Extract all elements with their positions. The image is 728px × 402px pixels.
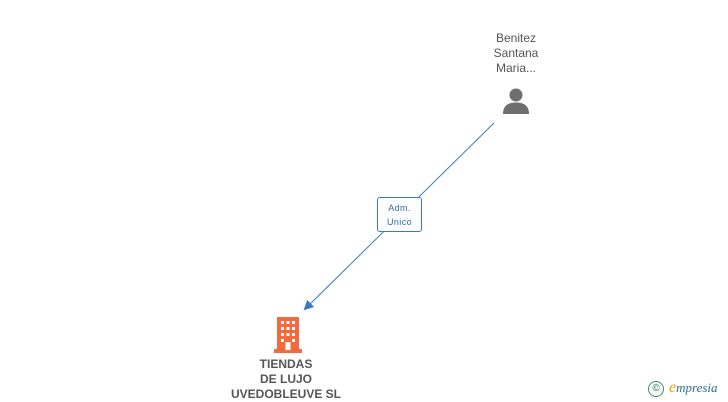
- person-name[interactable]: Benitez Santana Maria...: [466, 31, 566, 76]
- role-label-line: Unico: [386, 217, 412, 227]
- copyright-icon: ©: [648, 380, 664, 397]
- company-name[interactable]: TIENDAS DE LUJO UVEDOBLEUVE SL: [211, 357, 361, 402]
- person-name-line: Benitez: [495, 31, 537, 45]
- person-name-line: Santana: [493, 46, 539, 60]
- brand-wordmark: mpresia: [676, 380, 718, 395]
- company-name-line: DE LUJO: [259, 372, 312, 386]
- building-icon[interactable]: [273, 317, 303, 353]
- person-icon[interactable]: [502, 87, 530, 115]
- company-name-line: UVEDOBLEUVE SL: [230, 387, 341, 401]
- role-label-line: Adm.: [388, 203, 411, 213]
- role-badge[interactable]: Adm. Unico: [377, 197, 422, 232]
- brand-initial: e: [669, 379, 677, 396]
- brand-logo: © empresia: [648, 378, 718, 398]
- company-name-line: TIENDAS: [259, 357, 313, 371]
- person-name-line: Maria...: [495, 61, 536, 75]
